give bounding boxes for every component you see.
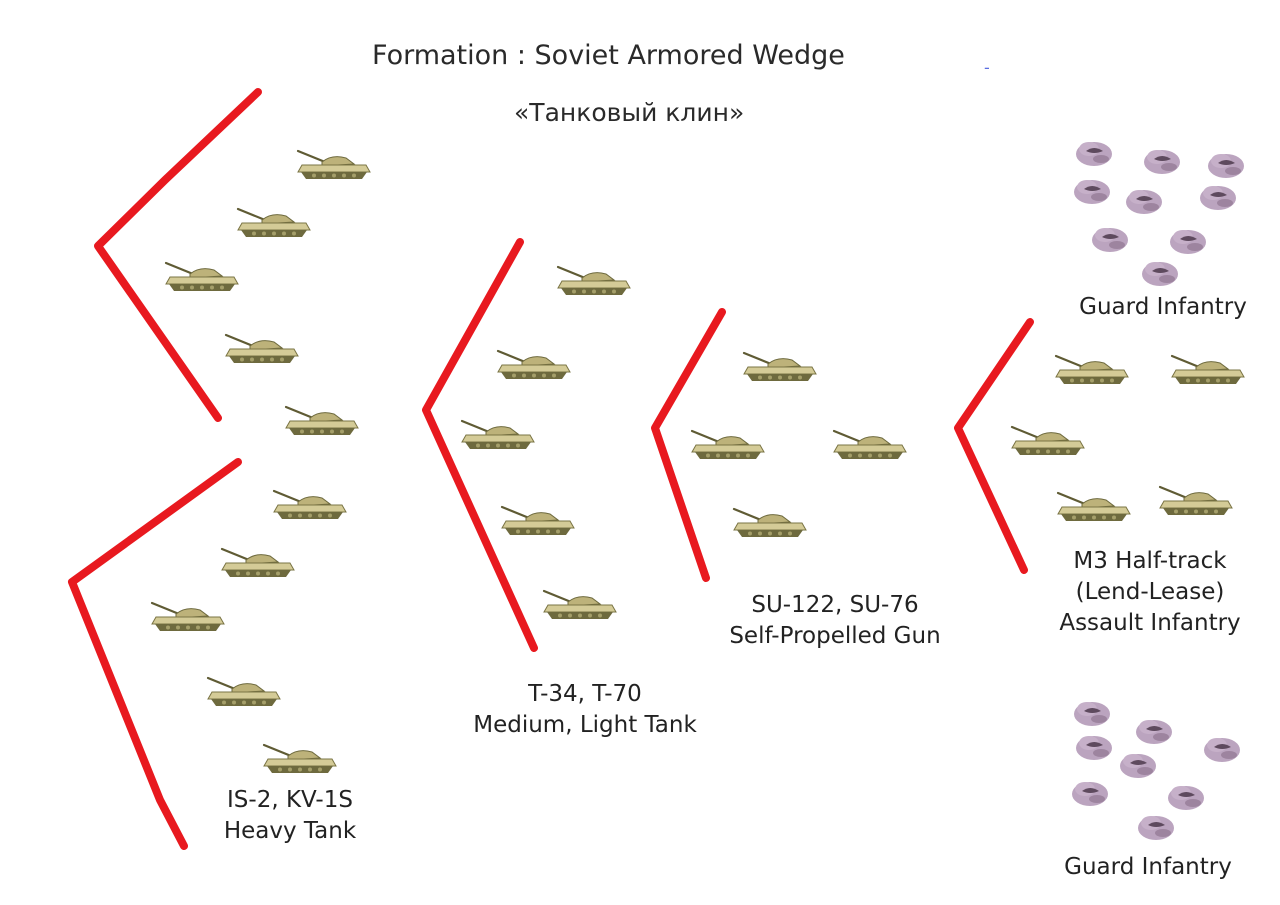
diagram-subtitle: «Танковый клин» bbox=[514, 98, 745, 127]
wedge-heavy-upper bbox=[94, 88, 262, 422]
infantry-icon bbox=[1142, 262, 1178, 286]
tank-icon bbox=[832, 429, 908, 461]
tank-icon bbox=[1010, 425, 1086, 457]
label-medium-tank: T-34, T-70 Medium, Light Tank bbox=[440, 679, 730, 741]
label-medium-line-1: T-34, T-70 bbox=[528, 681, 642, 707]
label-assault-line-3: Assault Infantry bbox=[1059, 610, 1241, 636]
tank-icon bbox=[1170, 354, 1246, 386]
infantry-icon bbox=[1204, 738, 1240, 762]
diagram-title: Formation : Soviet Armored Wedge bbox=[372, 40, 845, 71]
infantry-icon bbox=[1138, 816, 1174, 840]
wedge-assault bbox=[954, 318, 1034, 574]
label-heavy-line-2: Heavy Tank bbox=[223, 818, 357, 844]
tank-icon bbox=[296, 149, 372, 181]
infantry-icon bbox=[1126, 190, 1162, 214]
title-mark: - bbox=[984, 58, 990, 77]
tank-icon bbox=[1056, 491, 1132, 523]
tank-icon bbox=[556, 265, 632, 297]
tank-icon bbox=[732, 507, 808, 539]
tank-icon bbox=[236, 207, 312, 239]
tank-icon bbox=[272, 489, 348, 521]
infantry-icon bbox=[1072, 782, 1108, 806]
tank-icon bbox=[1158, 485, 1234, 517]
label-assault-infantry: M3 Half-track (Lend-Lease) Assault Infan… bbox=[1030, 546, 1270, 639]
wedge-spg bbox=[651, 308, 726, 582]
infantry-units bbox=[1072, 142, 1244, 840]
tank-icon bbox=[206, 676, 282, 708]
label-heavy-line-1: IS-2, KV-1S bbox=[227, 787, 353, 813]
infantry-icon bbox=[1074, 180, 1110, 204]
tank-icon bbox=[284, 405, 360, 437]
tank-icon bbox=[500, 505, 576, 537]
label-spg-line-1: SU-122, SU-76 bbox=[751, 592, 919, 618]
label-guard-bottom-line-1: Guard Infantry bbox=[1064, 854, 1232, 880]
tank-icon bbox=[224, 333, 300, 365]
infantry-icon bbox=[1144, 150, 1180, 174]
infantry-icon bbox=[1074, 702, 1110, 726]
tank-icon bbox=[1054, 354, 1130, 386]
label-medium-line-2: Medium, Light Tank bbox=[473, 712, 697, 738]
wedge-lines bbox=[68, 88, 1034, 850]
infantry-icon bbox=[1208, 154, 1244, 178]
infantry-icon bbox=[1092, 228, 1128, 252]
infantry-icon bbox=[1168, 786, 1204, 810]
tank-icon bbox=[150, 601, 226, 633]
infantry-icon bbox=[1120, 754, 1156, 778]
tank-icon bbox=[262, 743, 338, 775]
tank-icon bbox=[542, 589, 618, 621]
infantry-icon bbox=[1076, 736, 1112, 760]
label-guard-infantry-bottom: Guard Infantry bbox=[1043, 852, 1253, 883]
tank-icon bbox=[164, 261, 240, 293]
tank-icon bbox=[690, 429, 766, 461]
label-spg-line-2: Self-Propelled Gun bbox=[729, 623, 941, 649]
label-spg: SU-122, SU-76 Self-Propelled Gun bbox=[690, 590, 980, 652]
label-heavy-tank: IS-2, KV-1S Heavy Tank bbox=[205, 785, 375, 847]
wedge-heavy-lower bbox=[68, 458, 242, 850]
tank-icon bbox=[220, 547, 296, 579]
infantry-icon bbox=[1136, 720, 1172, 744]
label-assault-line-1: M3 Half-track bbox=[1073, 548, 1227, 574]
label-assault-line-2: (Lend-Lease) bbox=[1075, 579, 1225, 605]
infantry-icon bbox=[1076, 142, 1112, 166]
label-guard-infantry-top: Guard Infantry bbox=[1058, 292, 1268, 323]
wedge-medium bbox=[422, 238, 538, 652]
label-guard-top-line-1: Guard Infantry bbox=[1079, 294, 1247, 320]
infantry-icon bbox=[1200, 186, 1236, 210]
tank-icon bbox=[460, 419, 536, 451]
tank-icon bbox=[496, 349, 572, 381]
infantry-icon bbox=[1170, 230, 1206, 254]
tank-icon bbox=[742, 351, 818, 383]
